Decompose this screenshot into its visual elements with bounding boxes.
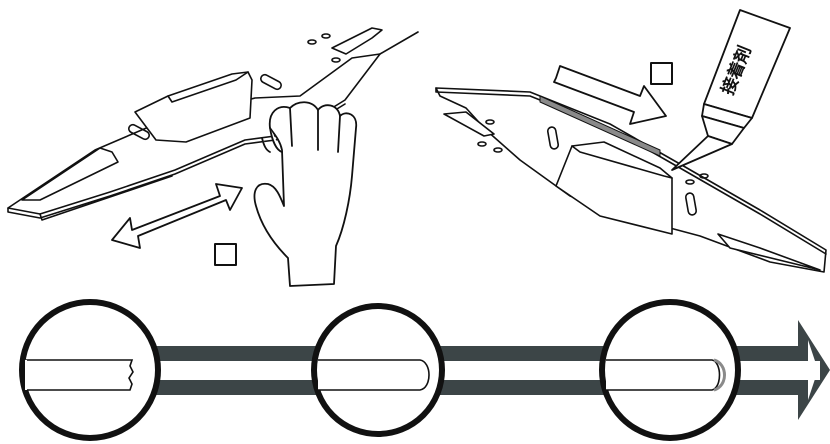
hand-icon xyxy=(255,102,357,286)
checkbox-sanding[interactable] xyxy=(215,244,236,265)
glue-tube-icon: 接着剤 xyxy=(672,10,790,170)
circle-lens-icon xyxy=(314,306,442,434)
glue-step: 接着剤 xyxy=(436,10,826,272)
double-arrow-icon xyxy=(112,184,242,248)
checkbox-glue[interactable] xyxy=(651,63,672,84)
circle-lens-icon xyxy=(602,302,738,438)
circle-lens-icon xyxy=(22,302,158,438)
sanding-step xyxy=(8,28,418,286)
wing-part-right xyxy=(436,88,826,272)
edge-closeup-sequence xyxy=(22,302,830,438)
